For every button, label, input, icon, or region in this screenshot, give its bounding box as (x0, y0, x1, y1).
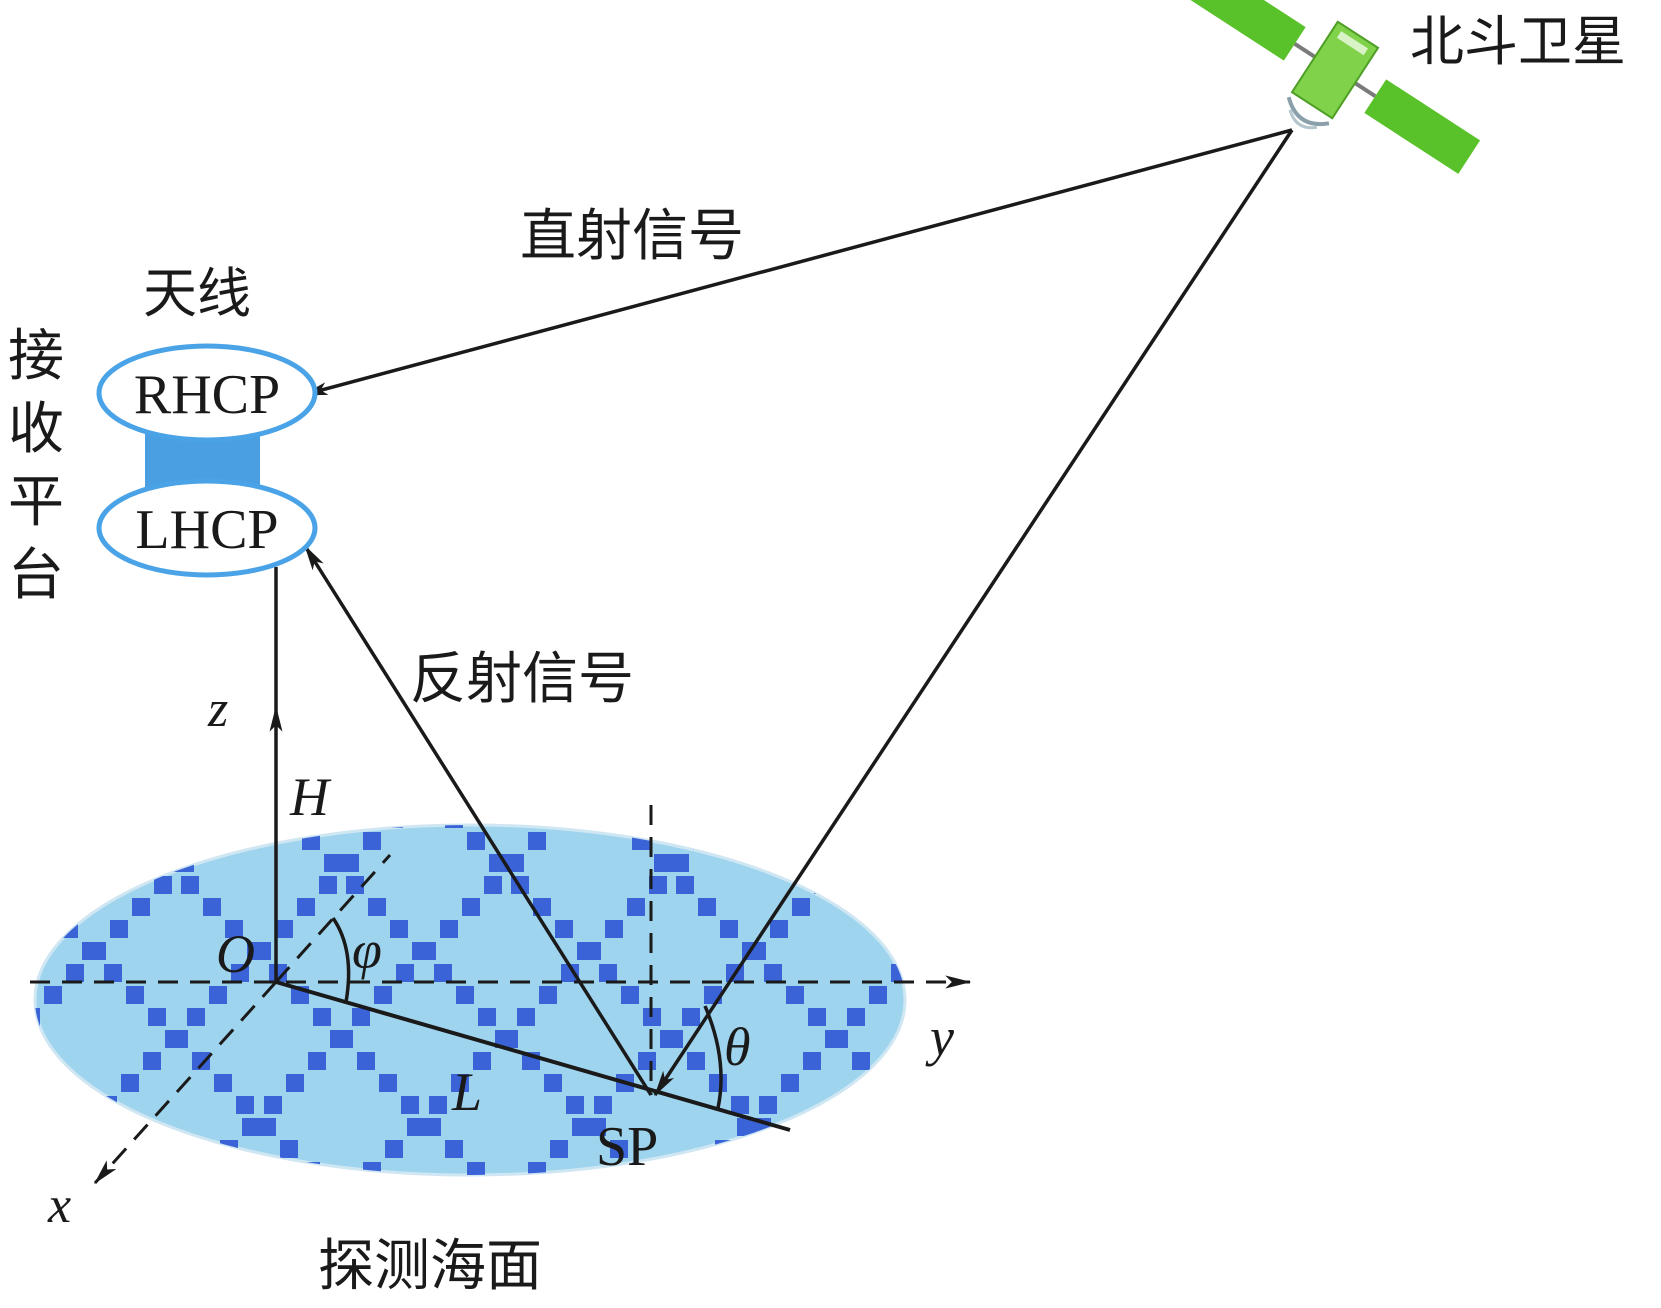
direct-signal-label: 直射信号 (520, 204, 744, 269)
receiver-platform-char-4: 台 (8, 543, 64, 608)
reflected-signal-label: 反射信号 (410, 647, 634, 712)
azimuth-symbol: φ (352, 920, 382, 980)
specular-point-label: SP (596, 1116, 658, 1178)
direct-signal-arrow (301, 128, 1293, 397)
rhcp-antenna (96, 343, 318, 443)
incident-signal-arrow (653, 129, 1294, 1097)
origin-symbol: O (216, 924, 255, 984)
x-axis-extension (274, 853, 392, 984)
receiver-platform-char-2: 收 (8, 397, 64, 462)
lhcp-label: LHCP (135, 499, 278, 561)
sea-surface (33, 823, 907, 1177)
distance-line (275, 980, 791, 1132)
lhcp-antenna (96, 478, 318, 578)
antenna: RHCP LHCP (96, 343, 318, 578)
azimuth-arc (331, 917, 351, 1003)
reflected-signal-arrow (303, 544, 653, 1096)
z-axis-label: z (207, 681, 228, 738)
receiver-platform-char-3: 平 (8, 470, 64, 535)
height-symbol: H (289, 767, 332, 827)
receiver-platform-char-1: 接 (8, 324, 64, 389)
rhcp-label: RHCP (134, 364, 280, 426)
antenna-label: 天线 (143, 262, 251, 325)
elevation-symbol: θ (724, 1017, 751, 1077)
x-axis-label: x (47, 1177, 71, 1234)
x-axis (93, 980, 278, 1185)
distance-symbol: L (451, 1062, 482, 1122)
y-axis-label: y (925, 1007, 954, 1067)
satellite-icon (1189, 0, 1481, 174)
elevation-arc (703, 1005, 723, 1109)
satellite-label: 北斗卫星 (1410, 10, 1626, 73)
sea-surface-label: 探测海面 (318, 1234, 542, 1299)
